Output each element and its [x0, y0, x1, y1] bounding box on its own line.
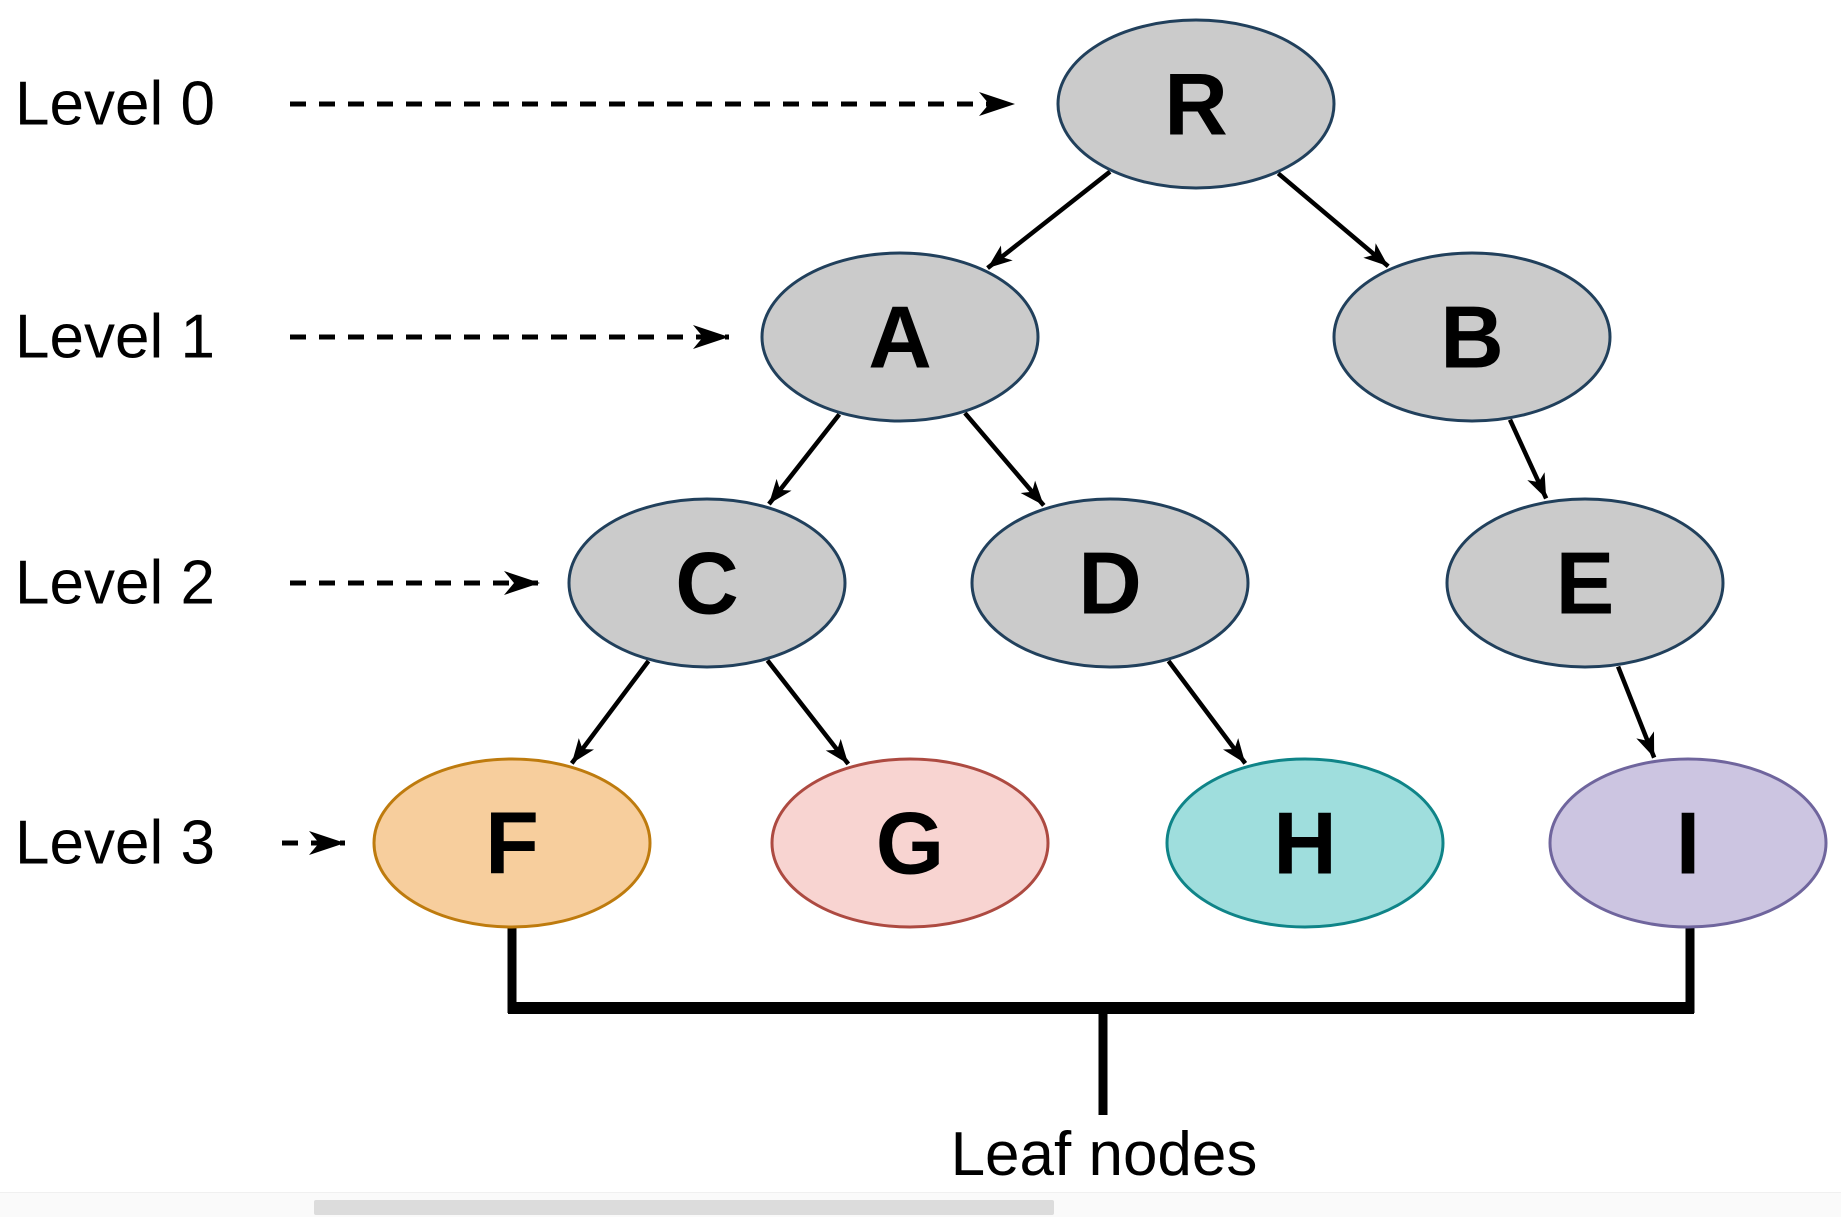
node-A: A — [760, 251, 1040, 423]
horizontal-scrollbar-thumb[interactable] — [314, 1200, 1054, 1215]
level-0-label: Level 0 — [15, 70, 215, 139]
node-G: G — [770, 757, 1050, 929]
node-E: E — [1445, 497, 1725, 669]
node-D: D — [970, 497, 1250, 669]
node-H-label: H — [1273, 794, 1337, 893]
edge-R-A — [986, 169, 1112, 270]
edge-B-E — [1507, 418, 1549, 500]
node-C-label: C — [675, 534, 739, 633]
node-E-ellipse — [1445, 497, 1725, 669]
node-I-ellipse — [1548, 757, 1828, 929]
node-R: R — [1056, 18, 1336, 190]
node-G-ellipse — [770, 757, 1050, 929]
node-B-label: B — [1440, 288, 1504, 387]
node-A-label: A — [868, 288, 932, 387]
node-D-ellipse — [970, 497, 1250, 669]
edge-D-H — [1166, 659, 1248, 765]
node-C-ellipse — [567, 497, 847, 669]
node-D-label: D — [1078, 534, 1142, 633]
node-R-label: R — [1164, 55, 1228, 154]
node-H: H — [1165, 757, 1445, 929]
level-3-label: Level 3 — [15, 809, 215, 878]
edge-A-D — [963, 411, 1046, 507]
tree-nodes: R A B C D E F G H I — [372, 18, 1828, 929]
edge-A-C — [767, 412, 842, 506]
node-E-label: E — [1556, 534, 1615, 633]
level-labels: Level 0 Level 1 Level 2 Level 3 — [15, 70, 215, 878]
level-2-label: Level 2 — [15, 549, 215, 618]
edge-E-I — [1615, 665, 1657, 759]
edge-R-B — [1276, 171, 1390, 269]
edge-C-G — [765, 659, 851, 766]
node-B-ellipse — [1332, 251, 1612, 423]
edge-C-F — [569, 659, 651, 765]
node-R-ellipse — [1056, 18, 1336, 190]
node-B: B — [1332, 251, 1612, 423]
node-F-label: F — [485, 794, 539, 893]
tree-edges — [569, 169, 1657, 766]
node-C: C — [567, 497, 847, 669]
node-F: F — [372, 757, 652, 929]
node-G-label: G — [876, 794, 944, 893]
node-I: I — [1548, 757, 1828, 929]
leaf-bracket — [507, 924, 1695, 1115]
node-I-label: I — [1676, 794, 1700, 893]
node-A-ellipse — [760, 251, 1040, 423]
leaf-nodes-caption: Leaf nodes — [951, 1120, 1258, 1189]
level-1-label: Level 1 — [15, 303, 215, 372]
node-H-ellipse — [1165, 757, 1445, 929]
level-indicator-arrows — [282, 92, 1015, 855]
horizontal-scrollbar-track[interactable] — [0, 1192, 1841, 1217]
node-F-ellipse — [372, 757, 652, 929]
